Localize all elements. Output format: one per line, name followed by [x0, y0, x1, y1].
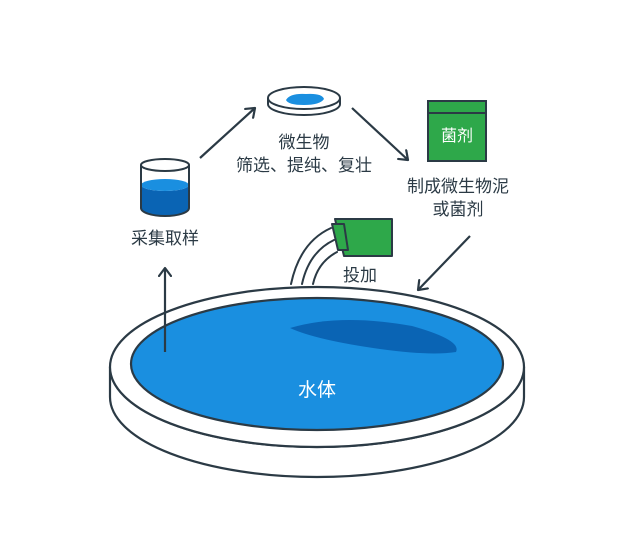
- label-product-line2: 或菌剂: [432, 200, 484, 220]
- label-microbe-title: 微生物: [278, 133, 330, 153]
- arrow-agent-to-pond: [418, 235, 471, 290]
- label-product-line1: 制成微生物泥: [407, 177, 509, 197]
- label-dosing: 投加: [343, 266, 377, 286]
- arrow-sampling-to-microbe: [199, 108, 255, 159]
- petri-dish-icon: [267, 86, 341, 116]
- package-label: 菌剂: [440, 126, 473, 145]
- water-label: 水体: [297, 379, 336, 401]
- dispenser-icon: [290, 218, 393, 285]
- agent-package-icon: [427, 100, 487, 162]
- label-sampling: 采集取样: [131, 229, 199, 249]
- water-shadow: [290, 319, 457, 354]
- label-microbe-process: 筛选、提纯、复壮: [236, 156, 372, 176]
- pond-icon: [108, 285, 526, 479]
- arrow-microbe-to-agent: [351, 107, 408, 160]
- beaker-icon: [140, 158, 190, 217]
- flow-arrows: [165, 107, 471, 352]
